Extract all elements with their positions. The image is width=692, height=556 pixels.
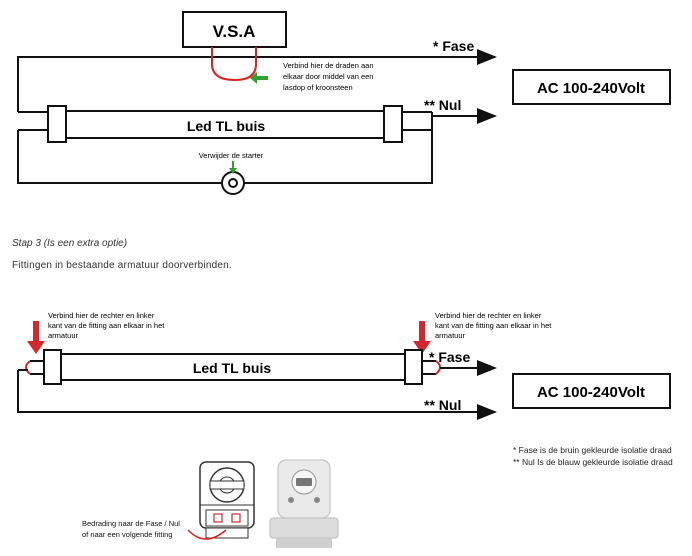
right-note-line-2: kant van de fitting aan elkaar in het bbox=[435, 321, 552, 330]
fitting-wire bbox=[187, 529, 227, 540]
step3-title: Stap 3 (Is een extra optie) bbox=[12, 238, 128, 249]
fitting-note-line-2: of naar een volgende fitting bbox=[82, 530, 172, 539]
left-note-line-1: Verbind hier de rechter en linker bbox=[48, 311, 155, 320]
fase-label-1: * Fase bbox=[433, 38, 474, 54]
left-note-line-3: armatuur bbox=[48, 331, 79, 340]
fitting-note-line-1: Bedrading naar de Fase / Nul bbox=[82, 519, 180, 528]
tube1-left-cap bbox=[47, 105, 67, 143]
footnote-nul: ** Nul Is de blauw gekleurde isolatie dr… bbox=[513, 457, 673, 467]
red-connection-wire bbox=[211, 47, 257, 82]
starter-wire-left bbox=[17, 130, 222, 184]
starter-note: Verwijder de starter bbox=[199, 151, 264, 160]
right-note-line-3: armatuur bbox=[435, 331, 466, 340]
fase-wire-1 bbox=[17, 49, 497, 112]
left-bridge-wire bbox=[25, 360, 31, 375]
vsa-box bbox=[182, 11, 287, 48]
red-arrow-right-icon bbox=[413, 321, 431, 354]
tube2-left-cap bbox=[43, 349, 62, 385]
ac-box-2 bbox=[512, 373, 671, 409]
red-arrow-left-icon bbox=[27, 321, 45, 354]
starter-icon bbox=[221, 171, 245, 195]
tube1-label: Led TL buis bbox=[187, 118, 266, 134]
nul-wire-2 bbox=[17, 370, 497, 420]
footnote-fase: * Fase is de bruin gekleurde isolatie dr… bbox=[513, 445, 672, 455]
connect-note-line-3: lasdop of kroonsteen bbox=[283, 83, 353, 92]
nul-label-2: ** Nul bbox=[424, 397, 461, 413]
fitting-line-drawing bbox=[199, 461, 255, 539]
nul-label-1: ** Nul bbox=[424, 97, 461, 113]
ac-box-1 bbox=[512, 69, 671, 105]
connect-note-line-2: elkaar door middel van een bbox=[283, 72, 373, 81]
ac-label-1: AC 100-240Volt bbox=[537, 80, 645, 97]
tube1-right-cap bbox=[383, 105, 403, 143]
starter-wire-right bbox=[244, 112, 433, 184]
tube2-label: Led TL buis bbox=[193, 360, 272, 376]
connect-note-line-1: Verbind hier de draden aan bbox=[283, 61, 374, 70]
green-arrow-icon bbox=[250, 72, 268, 84]
left-note-line-2: kant van de fitting aan elkaar in het bbox=[48, 321, 165, 330]
fitting-photo bbox=[269, 459, 339, 548]
ac-label-2: AC 100-240Volt bbox=[537, 384, 645, 401]
tube2-right-cap bbox=[404, 349, 423, 385]
fase-label-2: * Fase bbox=[429, 349, 470, 365]
right-note-line-1: Verbind hier de rechter en linker bbox=[435, 311, 542, 320]
step3-description: Fittingen in bestaande armatuur doorverb… bbox=[12, 260, 232, 271]
vsa-label: V.S.A bbox=[213, 22, 256, 41]
